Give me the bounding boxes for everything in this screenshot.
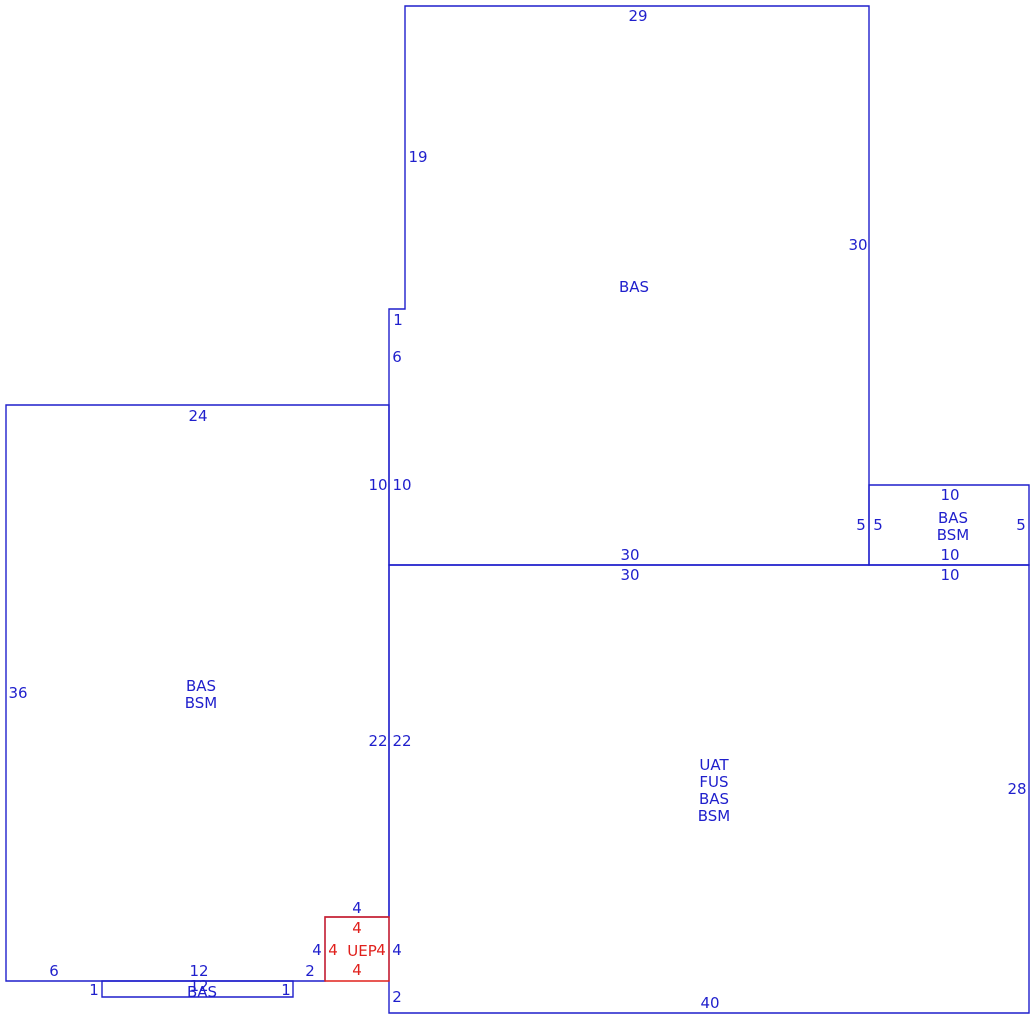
dim-upper-left-low: 10: [392, 476, 411, 494]
porch-label: UEP: [347, 942, 377, 960]
dim-main-left-bottom: 2: [392, 988, 402, 1006]
upper-room-label-line: BAS: [619, 278, 649, 296]
dim-main-top-b: 10: [940, 566, 959, 584]
dim-small-right: 5: [1016, 516, 1026, 534]
main-room-label-line: BAS: [699, 790, 729, 808]
dim-left-bottom-a: 6: [49, 962, 59, 980]
dim-small-bottom: 10: [940, 546, 959, 564]
main-room-label-line: BSM: [698, 807, 731, 825]
dim-main-left-low: 4: [392, 941, 402, 959]
small-room-label-line: BAS: [938, 509, 968, 527]
left-room-label-line: BAS: [186, 677, 216, 695]
dim-upper-bottom: 30: [620, 546, 639, 564]
main-room-outline: [388, 564, 1030, 1014]
dim-left-bottom-c: 2: [305, 962, 315, 980]
dim-left-bottom-b: 12: [189, 962, 208, 980]
porch-outline: [324, 916, 390, 982]
dim-small-left: 5: [873, 516, 883, 534]
dim-main-left: 22: [392, 732, 411, 750]
bottom-strip-label: BAS: [187, 983, 217, 1001]
dim-strip-top: 12: [189, 977, 208, 995]
bottom-strip-label-line: BAS: [187, 983, 217, 1001]
dim-porch-top-outer: 4: [352, 899, 362, 917]
small-room-label-line: BSM: [937, 526, 970, 544]
left-room-label-line: BSM: [185, 694, 218, 712]
dim-strip-left: 1: [89, 981, 99, 999]
dim-porch-right: 4: [376, 941, 386, 959]
dim-main-top-a: 30: [620, 566, 639, 584]
dim-porch-left: 4: [328, 941, 338, 959]
dim-porch-top: 4: [352, 919, 362, 937]
dim-upper-right: 30: [848, 236, 867, 254]
porch-label-line: UEP: [347, 942, 377, 960]
dim-porch-bottom: 4: [352, 961, 362, 979]
bottom-strip-outline: [101, 980, 294, 998]
dim-left-top: 24: [188, 407, 207, 425]
dim-upper-left-mid: 6: [392, 348, 402, 366]
dim-main-right: 28: [1007, 780, 1026, 798]
dim-small-top: 10: [940, 486, 959, 504]
dim-main-bottom: 40: [700, 994, 719, 1012]
dim-upper-left-top: 19: [408, 148, 427, 166]
dim-left-right-low: 22: [368, 732, 387, 750]
dim-upper-top: 29: [628, 7, 647, 25]
small-room-outline: [868, 484, 1030, 566]
upper-room-label: BAS: [619, 278, 649, 296]
main-room-label-line: UAT: [699, 756, 729, 774]
dim-strip-right: 1: [281, 981, 291, 999]
dim-left-right: 10: [368, 476, 387, 494]
main-room-label-line: FUS: [699, 773, 728, 791]
dim-upper-right-low: 5: [856, 516, 866, 534]
dim-left-side: 36: [8, 684, 27, 702]
dim-porch-left-outer: 4: [312, 941, 322, 959]
dim-upper-step: 1: [393, 311, 403, 329]
